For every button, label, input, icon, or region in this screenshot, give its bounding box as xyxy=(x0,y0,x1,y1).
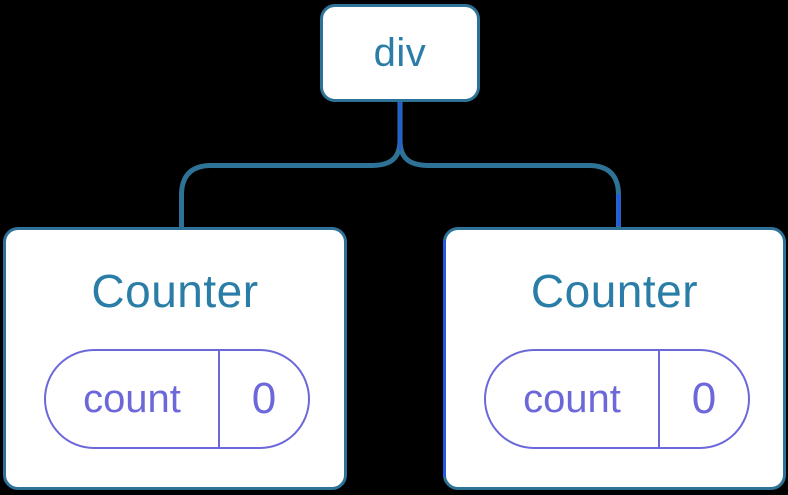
state-pill-divider-right xyxy=(658,351,660,447)
state-key-left: count xyxy=(83,376,181,421)
root-node-label: div xyxy=(373,30,427,75)
counter-card-left: Counter count 0 xyxy=(3,227,347,490)
state-pill-right: count 0 xyxy=(484,349,750,449)
state-key-right: count xyxy=(523,376,621,421)
state-value-right: 0 xyxy=(691,374,717,423)
counter-right-title: Counter xyxy=(530,265,699,317)
state-value-left: 0 xyxy=(251,374,277,423)
counter-left-title: Counter xyxy=(91,265,259,317)
connector-branch-left xyxy=(179,139,403,229)
counter-card-right: Counter count 0 xyxy=(443,227,786,490)
root-node-div: div xyxy=(320,4,480,102)
state-pill-divider-left xyxy=(218,351,220,447)
state-pill-left: count 0 xyxy=(44,349,310,449)
connector-branch-right xyxy=(397,139,621,229)
